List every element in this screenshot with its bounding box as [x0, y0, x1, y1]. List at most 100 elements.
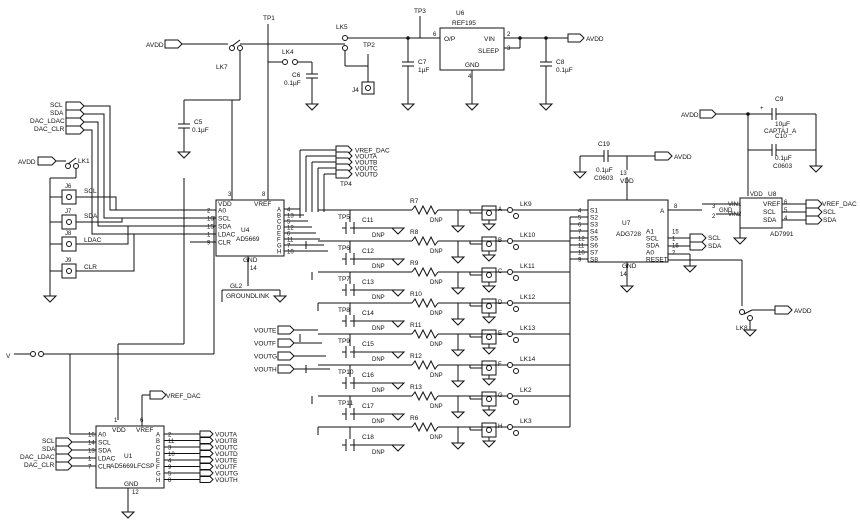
- u1-flag-vouta: VOUTA: [215, 432, 238, 439]
- c8-value: 0.1µF: [556, 67, 573, 74]
- svg-text:A: A: [660, 208, 665, 215]
- svg-text:J8: J8: [65, 231, 72, 237]
- c19-label: C19: [598, 141, 610, 148]
- u4-ad5669: U4 AD5669 VDD VREF GND 3 8 14 A02SCL16SD…: [190, 192, 328, 303]
- svg-text:5: 5: [784, 208, 788, 214]
- u1-pin-e: E: [156, 459, 160, 465]
- res-r13: R13: [410, 384, 422, 391]
- u7-pin-s5: S5: [590, 236, 598, 243]
- u1-ref: U1: [124, 453, 133, 460]
- svg-text:VREF: VREF: [136, 427, 153, 434]
- u4-pin-scl: SCL: [218, 216, 231, 223]
- v-flag-label: V: [6, 353, 11, 360]
- svg-text:1: 1: [114, 418, 118, 424]
- c9-value: 10µF: [775, 121, 790, 128]
- avdd-flag-lk8: [774, 305, 793, 315]
- u1-vref-flag: VREF_DAC: [166, 393, 201, 400]
- u4-pin-f: F: [277, 238, 281, 244]
- svg-text:SDA: SDA: [763, 217, 777, 224]
- svg-text:13: 13: [287, 214, 294, 220]
- u8-part: AD7991: [770, 231, 794, 238]
- svg-text:VDD: VDD: [750, 192, 763, 198]
- u8-scl-flag: SCL: [823, 209, 836, 216]
- svg-text:VIN1: VIN1: [728, 202, 742, 208]
- svg-text:14: 14: [250, 266, 257, 272]
- cap-c12: C12: [362, 248, 374, 255]
- u7-pin-s8: S8: [590, 257, 598, 264]
- u1-sda-flag: SDA: [42, 446, 56, 453]
- u7-part: ADG728: [616, 231, 641, 238]
- svg-text:6: 6: [578, 223, 582, 229]
- tp-label-10: TP10: [338, 369, 354, 376]
- c8-label: C8: [556, 59, 565, 66]
- svg-text:5: 5: [287, 220, 291, 226]
- svg-text:DNP: DNP: [430, 218, 443, 224]
- u4-pin-sda: SDA: [218, 224, 232, 231]
- u1-pin-ldac: LDAC: [98, 456, 116, 463]
- c5-label: C5: [194, 119, 203, 126]
- groundlink-label: GROUNDLINK: [226, 293, 270, 300]
- svg-text:4: 4: [784, 216, 788, 222]
- svg-text:7: 7: [88, 465, 92, 471]
- u7-pin-s7: S7: [590, 250, 598, 257]
- c6-label: C6: [292, 72, 301, 79]
- link-lk9: LK9: [520, 201, 532, 208]
- tp1-label: TP1: [263, 15, 275, 22]
- u7-ref: U7: [622, 220, 631, 227]
- u7-pin-s1: S1: [590, 208, 598, 215]
- u1-pin-c: C: [156, 446, 161, 452]
- svg-text:GND: GND: [719, 208, 733, 214]
- avdd-flag-u6: [567, 33, 585, 43]
- res-r12: R12: [410, 353, 422, 360]
- svg-text:4: 4: [287, 208, 291, 214]
- cap-c17: C17: [362, 403, 374, 410]
- svg-text:DNP: DNP: [430, 249, 443, 255]
- lk1-label: LK1: [78, 158, 90, 165]
- tp3-label: TP3: [414, 8, 426, 15]
- c7-value: 1µF: [418, 67, 429, 74]
- u7-pin-reset: RESET: [646, 257, 668, 264]
- tp-label-9: TP9: [338, 338, 350, 345]
- u8-vref-flag: VREF_DAC: [822, 201, 857, 208]
- u1-pin-b: B: [156, 439, 160, 445]
- svg-text:7: 7: [578, 230, 582, 236]
- flag-voutf: VOUTF: [254, 341, 276, 348]
- lk4-label: LK4: [282, 49, 294, 56]
- c5-value: 0.1µF: [192, 127, 209, 134]
- svg-text:3: 3: [712, 204, 716, 210]
- svg-text:11: 11: [287, 238, 294, 244]
- u6-sleep: SLEEP: [478, 48, 499, 55]
- res-r8: R8: [410, 229, 419, 236]
- cap-c13: C13: [362, 279, 374, 286]
- svg-text:4: 4: [468, 74, 472, 80]
- j9-group: J9 CLR: [50, 234, 135, 279]
- avdd-flag-left: [37, 156, 57, 166]
- u6-vin: VIN: [484, 36, 495, 43]
- u4-pin-h: H: [277, 250, 281, 256]
- tp4-label: TP4: [340, 181, 352, 188]
- avdd-u6-label: AVDD: [586, 36, 604, 43]
- u1-part: AD5669LFCSP: [110, 463, 154, 470]
- u1-flag-voutf: VOUTF: [215, 464, 237, 471]
- dac-ldac-flag: DAC_LDAC: [30, 118, 65, 125]
- svg-text:2: 2: [207, 209, 211, 215]
- flag-voutg: VOUTG: [254, 354, 277, 361]
- svg-text:3: 3: [168, 446, 172, 452]
- u7-pin-s3: S3: [590, 222, 598, 229]
- u1-flag-voutd: VOUTD: [215, 451, 238, 458]
- u6-op: O/P: [444, 36, 455, 43]
- u7-pin-sda: SDA: [646, 243, 660, 250]
- svg-text:J6: J6: [65, 184, 72, 190]
- svg-text:16: 16: [88, 433, 95, 439]
- svg-text:GND: GND: [622, 263, 637, 270]
